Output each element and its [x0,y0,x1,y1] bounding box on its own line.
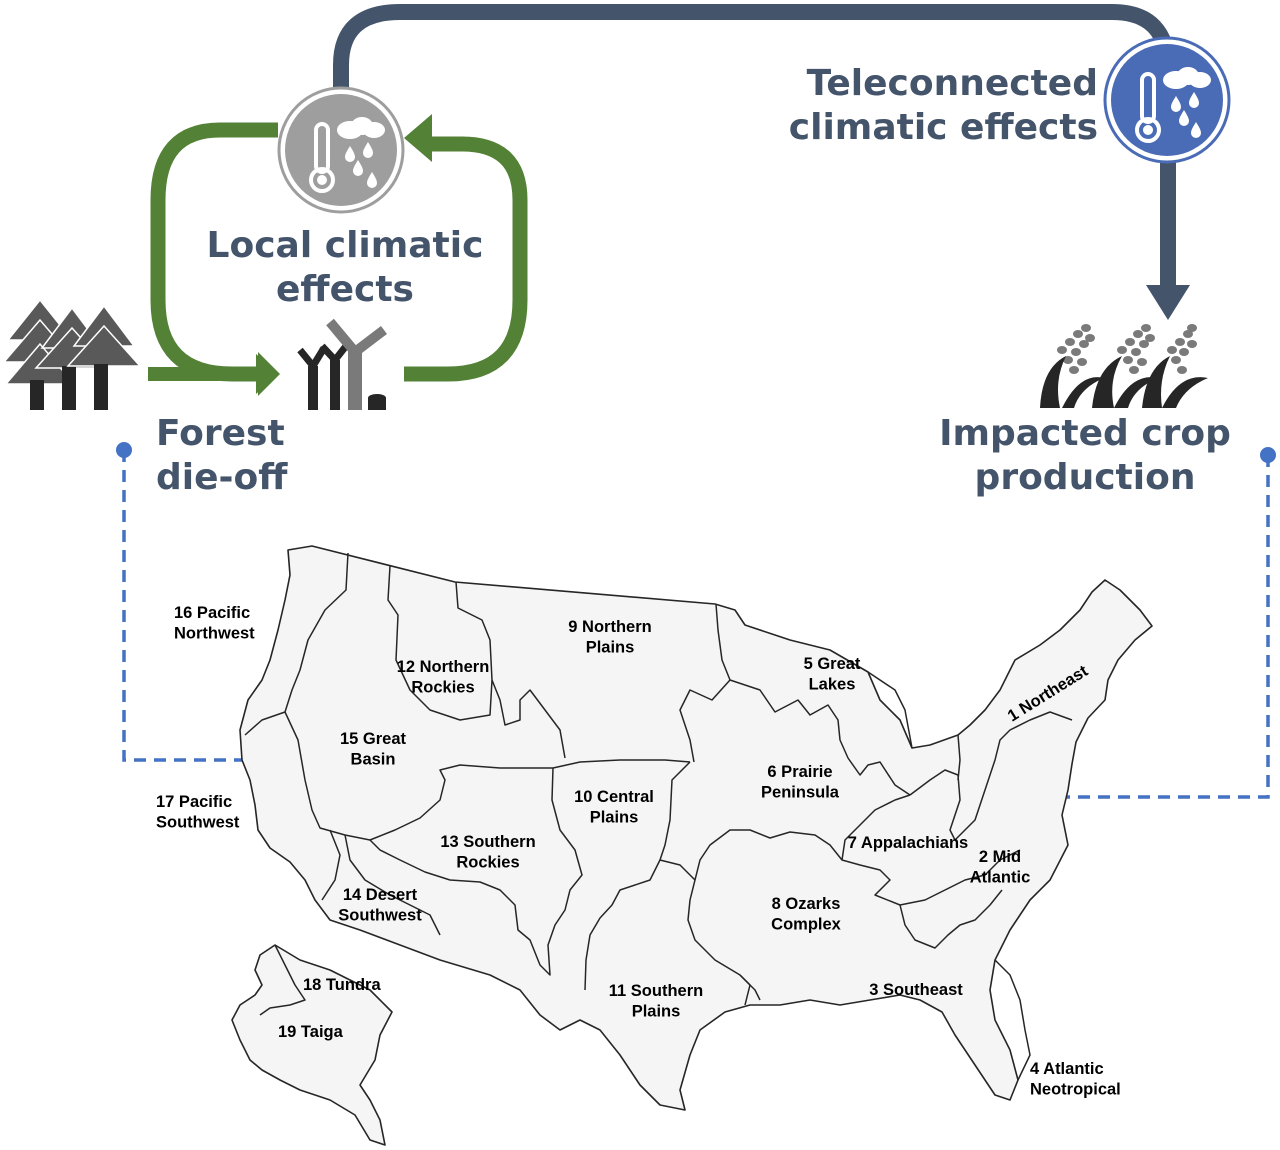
forest-die-off-line-2: die-off [156,457,288,498]
region-label-line: 14 Desert [343,886,418,904]
alaska-outline [231,944,393,1146]
region-label-line: Atlantic [970,869,1031,887]
region-label-line: 18 Tundra [303,976,381,994]
region-label-line: 16 Pacific [174,604,250,622]
teleconnected-effects-label: Teleconnected climatic effects [762,62,1098,150]
forest-die-off-line-1: Forest [156,413,285,454]
region-label-line: Plains [632,1003,681,1021]
region-label-line: 19 Taiga [278,1023,344,1041]
region-label-line: 4 Atlantic [1030,1060,1104,1078]
thermometer-rain-icon [277,86,405,214]
region-label-line: 11 Southern [609,982,703,1000]
local-effects-line-1: Local climatic [206,225,484,266]
region-label-line: 12 Northern [397,658,490,676]
feedback-arrow-right [404,136,528,382]
region-label-line: 5 Great [804,655,861,673]
region-label-line: 8 Ozarks [772,895,841,913]
conus-outline [239,545,1153,1111]
region-label-line: Southwest [156,814,240,832]
region-label-line: Lakes [809,676,856,694]
region-label-line: 2 Mid [979,848,1021,866]
region-label-line: Plains [586,639,635,657]
local-effects-line-2: effects [276,269,414,310]
region-label-line: 7 Appalachians [848,834,968,852]
crops-icon [1040,324,1208,408]
local-effects-label: Local climatic effects [200,224,490,312]
region-label-line: 9 Northern [568,618,651,636]
region-label-line: Peninsula [761,784,840,802]
teleconnected-effects-line-1: Teleconnected [806,63,1098,104]
trees-icon [2,298,142,410]
region-boundaries [244,552,1073,1081]
teleconnection-arrowhead [1146,285,1190,320]
region-label-7: 7 Appalachians [848,834,968,852]
us-map [231,545,1153,1146]
region-label-line: 15 Great [340,730,407,748]
crop-production-label: Impacted crop production [930,412,1240,500]
region-label-18: 18 Tundra [303,976,381,994]
region-label-19: 19 Taiga [278,1023,344,1041]
crop-production-line-2: production [974,457,1196,498]
dead-trees-icon [297,318,388,410]
region-label-line: Rockies [456,854,519,872]
region-label-line: Basin [351,751,396,769]
region-label-line: Complex [771,916,842,934]
region-label-3: 3 Southeast [869,981,963,999]
region-label-line: Neotropical [1030,1081,1121,1099]
region-label-line: Plains [590,809,639,827]
region-label-line: Northwest [174,625,255,643]
feedback-arrowhead-right [404,114,432,162]
region-label-line: 17 Pacific [156,793,232,811]
region-label-line: 3 Southeast [869,981,963,999]
region-label-line: 10 Central [574,788,654,806]
region-label-line: Rockies [411,679,474,697]
region-label-line: 13 Southern [440,833,535,851]
teleconnected-effects-line-2: climatic effects [788,107,1098,148]
region-label-line: Southwest [338,907,422,925]
forest-die-off-label: Forest die-off [156,412,287,500]
region-label-line: 6 Prairie [767,763,832,781]
thermometer-rain-icon [1103,36,1231,164]
forest-to-dieoff-arrowhead [256,354,278,394]
crop-production-line-1: Impacted crop [939,413,1231,454]
